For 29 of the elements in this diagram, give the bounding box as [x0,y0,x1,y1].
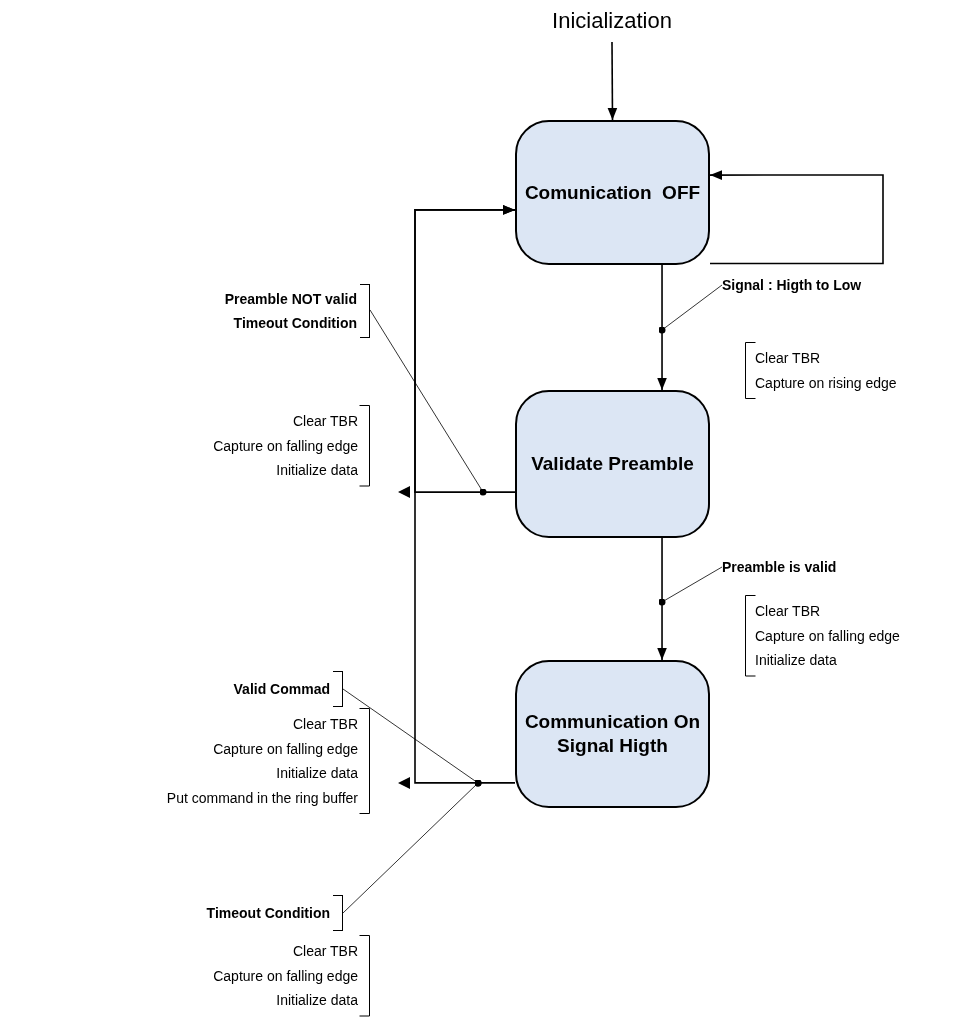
action-text: Clear TBR [755,602,821,621]
action-text: Initialize data [276,764,358,783]
action-text: Clear TBR [292,942,358,961]
action-text: Capture on falling edge [213,739,358,759]
transition-arrow [607,41,618,121]
transition-condition: Preamble NOT valid Timeout Condition [150,284,370,338]
state-box: Communication On Signal Higth [515,660,710,808]
action-text: Initialize data [755,651,837,670]
start-label: Inicialization [512,0,712,42]
action-text: Initialize data [276,991,358,1010]
action-text: Capture on falling edge [755,626,900,646]
transition-condition: Preamble is valid [722,555,912,579]
action-text: Clear TBR [755,349,821,368]
action-text: Capture on falling edge [213,966,358,986]
transition-condition: Valid Commad [150,671,343,707]
action-text: Capture on falling edge [213,436,358,456]
transition-arrow [657,264,667,391]
action-text: Put command in the ring buffer [166,788,358,808]
state-box: Validate Preamble [515,390,710,538]
action-text: Initialize data [276,461,358,480]
transition-arrow [709,170,884,265]
transition-arrow [414,205,516,784]
action-text: Clear TBR [292,715,358,734]
transition-condition: Signal : Higth to Low [722,273,932,297]
transition-condition: Timeout Condition [150,895,343,931]
action-text: Clear TBR [292,412,358,431]
transition-arrow [657,537,667,661]
action-text: Capture on rising edge [755,373,897,393]
state-box: Comunication OFF [515,120,710,265]
